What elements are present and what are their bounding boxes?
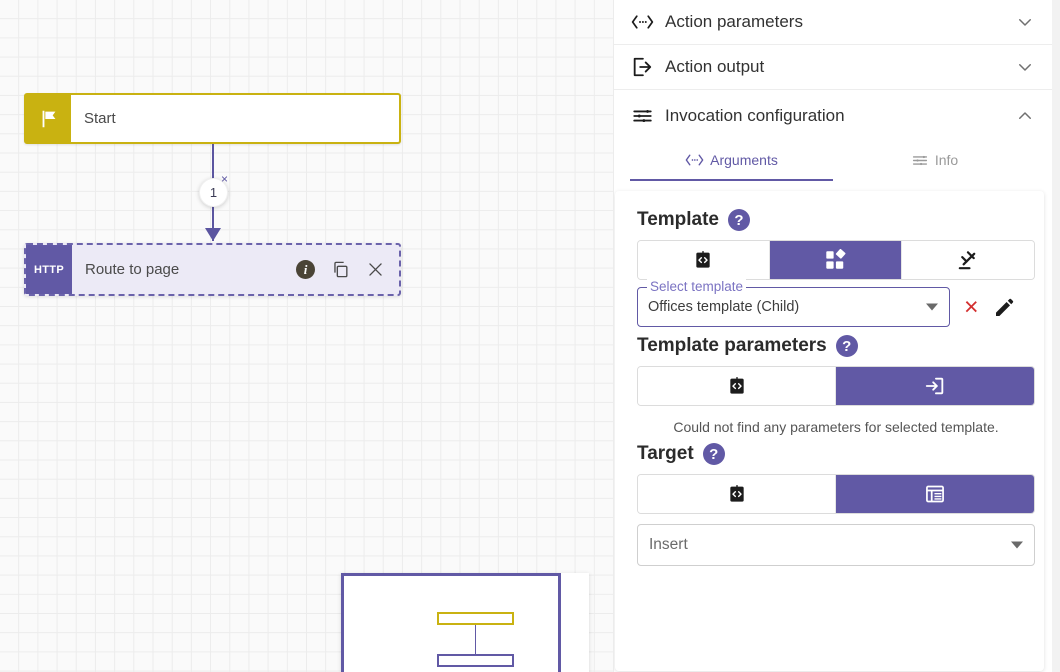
target-section-header: Target ? (637, 443, 1024, 465)
minimap-node-http (437, 654, 514, 667)
accordion-invocation-configuration[interactable]: Invocation configuration (614, 90, 1052, 141)
template-parameters-mode-form[interactable] (836, 367, 1034, 405)
chevron-down-icon[interactable] (1016, 13, 1034, 31)
template-parameters-title: Template parameters (637, 335, 827, 356)
accordion-action-parameters[interactable]: Action parameters (614, 0, 1052, 45)
sliders-icon (631, 105, 661, 127)
close-icon[interactable] (366, 260, 385, 279)
template-mode-toggle (637, 240, 1035, 280)
accordion-action-output[interactable]: Action output (614, 45, 1052, 90)
template-parameters-section-header: Template parameters ? (637, 335, 1024, 357)
target-mode-toggle (637, 474, 1035, 514)
template-mode-expression[interactable] (638, 241, 770, 279)
chevron-up-icon[interactable] (1016, 107, 1034, 125)
node-start[interactable]: Start (24, 93, 401, 144)
template-select[interactable]: Select template Offices template (Child) (637, 279, 950, 327)
export-box-icon (631, 56, 661, 78)
minimap-viewport[interactable] (341, 573, 561, 672)
clear-template-icon[interactable]: × (964, 292, 979, 321)
template-select-value: Offices template (Child) (648, 299, 800, 315)
panel-content: Action parameters Action output (614, 0, 1052, 672)
help-icon[interactable]: ? (835, 335, 858, 357)
target-title: Target (637, 443, 694, 464)
info-icon[interactable]: i (296, 260, 315, 279)
node-route-to-page[interactable]: HTTP Route to page i (24, 243, 401, 296)
code-arrows-icon (631, 13, 661, 31)
tab-arguments-label: Arguments (710, 152, 778, 168)
http-badge: HTTP (26, 245, 72, 294)
minimap-connector (475, 625, 476, 654)
template-mode-picker[interactable] (769, 241, 902, 279)
node-actions: i (296, 245, 399, 294)
template-select-label: Select template (647, 279, 747, 294)
chevron-down-icon[interactable] (1011, 541, 1023, 549)
accordion-action-output-label: Action output (665, 57, 765, 76)
template-parameters-mode-toggle (637, 366, 1035, 406)
minimap[interactable] (341, 573, 589, 672)
tab-info[interactable]: Info (833, 141, 1036, 181)
duplicate-icon[interactable] (331, 260, 350, 279)
connector-badge[interactable]: 1 (199, 178, 228, 207)
target-select-value: Insert (649, 536, 688, 553)
template-section-header: Template ? (637, 209, 1024, 231)
chevron-down-icon[interactable] (1016, 58, 1034, 76)
node-route-to-page-label: Route to page (85, 261, 180, 278)
connector-arrow (205, 228, 221, 241)
panel-scrollbar[interactable] (1052, 0, 1060, 672)
tab-info-label: Info (934, 152, 959, 168)
arguments-card: Template ? (615, 191, 1044, 671)
template-select-row: Select template Offices template (Child)… (637, 279, 1024, 327)
template-parameters-mode-expression[interactable] (638, 367, 836, 405)
template-title: Template (637, 209, 720, 230)
help-icon[interactable]: ? (702, 443, 725, 465)
template-mode-builder[interactable] (901, 241, 1034, 279)
tab-arguments[interactable]: Arguments (630, 141, 833, 181)
template-parameters-message: Could not find any parameters for select… (673, 419, 999, 435)
target-mode-expression[interactable] (638, 475, 836, 513)
target-mode-list[interactable] (836, 475, 1034, 513)
node-start-label: Start (84, 110, 116, 127)
target-select[interactable]: Insert (637, 524, 1035, 566)
minimap-node-start (437, 612, 514, 625)
pencil-icon[interactable] (993, 295, 1017, 319)
invocation-tabs: Arguments Info (614, 141, 1052, 181)
properties-panel: Action parameters Action output (614, 0, 1060, 672)
accordion-invocation-configuration-label: Invocation configuration (665, 105, 845, 125)
flag-icon (26, 95, 71, 142)
accordion-action-parameters-label: Action parameters (665, 12, 803, 31)
connector-remove-icon[interactable]: × (221, 172, 229, 186)
chevron-down-icon[interactable] (926, 303, 938, 311)
help-icon[interactable]: ? (728, 209, 751, 231)
flow-canvas[interactable]: Start 1 × HTTP Route to page i (0, 0, 614, 672)
